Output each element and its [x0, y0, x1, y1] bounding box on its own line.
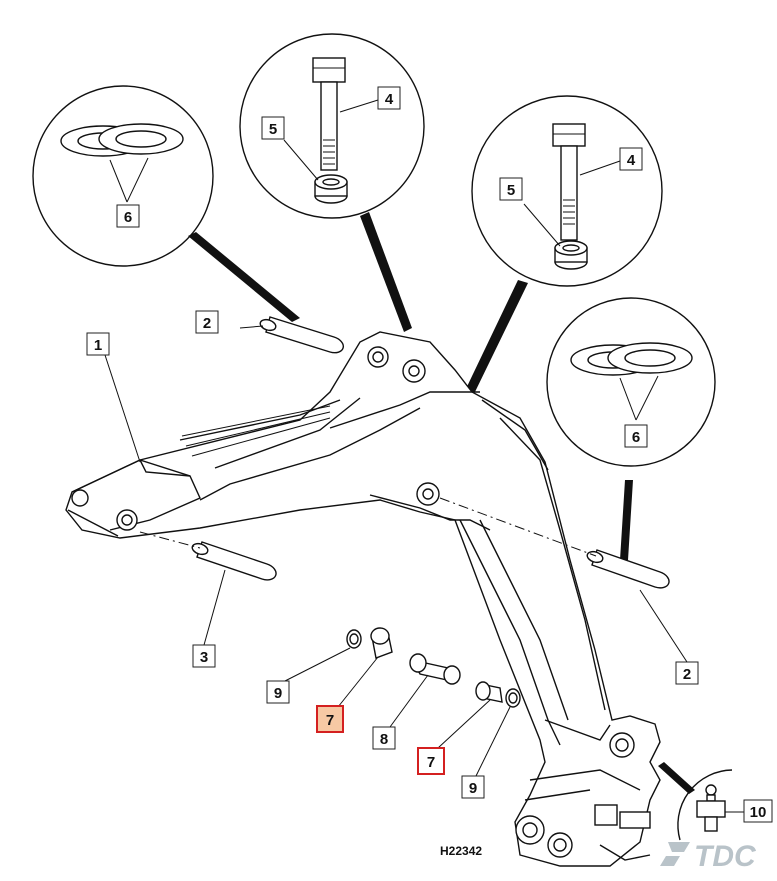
detail-circle-washers-left	[32, 85, 300, 322]
callout-6-right[interactable]: 6	[624, 424, 648, 448]
callout-4-right[interactable]: 4	[619, 147, 643, 171]
pin-3	[191, 541, 277, 581]
callout-2-right[interactable]: 2	[675, 661, 699, 685]
callout-2-top-label: 2	[203, 315, 211, 332]
callout-10[interactable]: 10	[743, 799, 773, 823]
detail-circle-bolt-middle	[239, 33, 425, 332]
tdc-logo: TDC	[660, 840, 757, 873]
detail-circle-grease-nipple	[658, 762, 744, 841]
callout-10-label: 10	[750, 804, 767, 821]
drawing-code: H22342	[440, 844, 482, 858]
callout-4-middle-label: 4	[385, 91, 394, 108]
callout-8-label: 8	[380, 731, 388, 748]
bush-7-left	[370, 627, 393, 659]
detail-circle-washers-right	[546, 297, 716, 560]
callout-9-left[interactable]: 9	[266, 680, 290, 704]
pin-2-top	[239, 316, 345, 354]
callout-4-middle[interactable]: 4	[377, 86, 401, 110]
bush-8	[409, 653, 461, 685]
callout-5-middle-label: 5	[269, 121, 277, 138]
callout-7-highlighted-label: 7	[427, 754, 435, 771]
callout-9-left-label: 9	[274, 685, 282, 702]
seal-9-left	[346, 629, 362, 649]
callout-8[interactable]: 8	[372, 726, 396, 750]
leader-lines	[104, 354, 688, 777]
callout-2-right-label: 2	[683, 666, 691, 683]
callout-9-right[interactable]: 9	[461, 775, 485, 799]
bush-7-right	[475, 681, 503, 703]
callout-6-left[interactable]: 6	[116, 204, 140, 228]
callout-9-right-label: 9	[469, 780, 477, 797]
boom-arm	[65, 331, 661, 867]
logo-mark-lower-icon	[660, 856, 680, 866]
callout-3-label: 3	[200, 649, 208, 666]
callout-1-label: 1	[94, 337, 102, 354]
callout-7-highlighted[interactable]: 7	[417, 747, 445, 775]
seal-9-right	[505, 688, 521, 708]
callout-4-right-label: 4	[627, 152, 636, 169]
callout-6-left-label: 6	[124, 209, 132, 226]
callout-7-selected[interactable]: 7	[316, 705, 344, 733]
callout-2-top[interactable]: 2	[195, 310, 219, 334]
callout-5-middle[interactable]: 5	[261, 116, 285, 140]
pin-2-right	[586, 549, 670, 589]
logo-mark-icon	[668, 842, 690, 852]
callout-3[interactable]: 3	[192, 644, 216, 668]
callout-6-right-label: 6	[632, 429, 640, 446]
logo-text: TDC	[694, 840, 757, 873]
callout-1[interactable]: 1	[86, 332, 110, 356]
callout-7-selected-label: 7	[326, 712, 334, 729]
callout-5-right-label: 5	[507, 182, 515, 199]
callout-5-right[interactable]: 5	[499, 177, 523, 201]
